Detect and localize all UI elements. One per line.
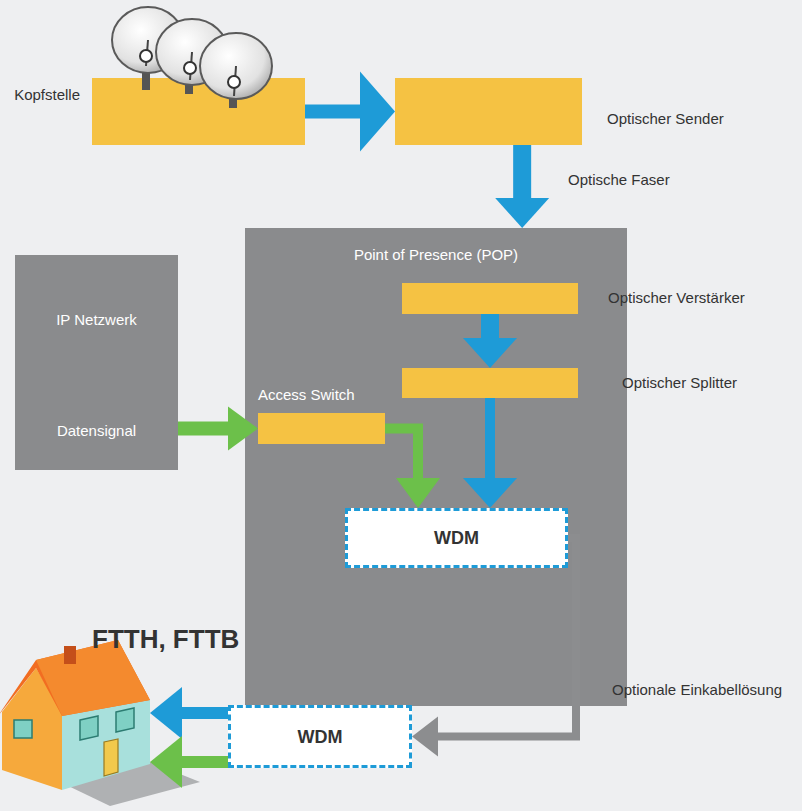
- wdm-box: WDM: [345, 508, 568, 568]
- arrow-head: [396, 478, 440, 508]
- node-label: IP Netzwerk: [56, 311, 137, 329]
- signal-arrow: [463, 398, 517, 508]
- node-label: Optischer Verstärker: [608, 289, 745, 307]
- splitter-bar: Optischer Splitter: [402, 368, 578, 398]
- arrow-shaft: [182, 707, 228, 719]
- access-switch-bar: Access Switch: [258, 413, 385, 444]
- dish-reflector: [200, 33, 272, 99]
- arrow-shaft: [513, 145, 531, 198]
- wdm-box: WDM: [228, 705, 412, 768]
- house-window: [80, 716, 98, 740]
- house-chimney: [64, 646, 76, 664]
- edge-label-holder: Optionale Einkabellösung: [612, 681, 782, 699]
- house-illustration: [0, 640, 200, 806]
- arrow-shaft: [481, 314, 499, 338]
- house-door: [104, 739, 118, 776]
- node-label: Kopfstelle: [14, 86, 80, 104]
- dish-feed: [228, 76, 240, 88]
- node-label: WDM: [298, 728, 343, 746]
- signal-arrow: [150, 687, 228, 739]
- satellite-dishes: [112, 7, 272, 108]
- arrow-shaft: [182, 756, 228, 768]
- arrow-head: [463, 478, 517, 508]
- amplifier-bar: Optischer Verstärker: [402, 283, 578, 314]
- arrow-head: [495, 198, 549, 228]
- arrow-shaft: [178, 422, 228, 436]
- node-label: Datensignal: [57, 422, 136, 440]
- house-node: FTTH, FTTB: [0, 640, 150, 790]
- arrow-head: [360, 72, 395, 152]
- headend-box: Kopfstelle: [92, 78, 305, 145]
- house-window: [116, 708, 134, 732]
- signal-arrow: [385, 429, 440, 509]
- arrow-head: [228, 407, 258, 451]
- edge-label: Optionale Einkabellösung: [612, 681, 782, 699]
- dish-feed: [140, 50, 152, 62]
- node-label: FTTH, FTTB: [92, 624, 239, 654]
- edge-label-holder: Optische Faser: [568, 171, 670, 189]
- signal-arrow: [463, 314, 517, 368]
- arrow-shaft: [485, 398, 495, 478]
- node-label: Optischer Sender: [607, 110, 724, 128]
- pop-box-fill: [245, 228, 627, 706]
- signal-arrow: [150, 736, 228, 788]
- node-label: WDM: [434, 529, 479, 547]
- arrow-shaft: [305, 105, 360, 119]
- signal-arrow: [412, 538, 576, 757]
- edge-label: Optische Faser: [568, 171, 670, 189]
- signal-arrow: [178, 407, 258, 451]
- pop-box: Point of Presence (POP) Optischer Verstär…: [245, 228, 627, 706]
- node-label: Point of Presence (POP): [245, 246, 627, 264]
- transmitter-box: Optischer Sender: [395, 78, 582, 145]
- arrow-head: [463, 338, 517, 368]
- arrow-head: [150, 687, 182, 739]
- headend-box-fill: [92, 78, 305, 145]
- node-label: Access Switch: [258, 386, 355, 404]
- node-label: Optischer Splitter: [622, 374, 737, 392]
- dish-feed: [184, 62, 196, 74]
- arrow-shaft: [385, 429, 418, 479]
- signal-arrow: [305, 72, 395, 152]
- signal-arrow: [495, 145, 549, 228]
- arrow-head: [150, 736, 182, 788]
- arrow-head: [412, 717, 438, 757]
- ip-network-box: IP NetzwerkDatensignal: [15, 255, 178, 470]
- house-window: [14, 720, 32, 738]
- satellite-dish: [200, 33, 272, 108]
